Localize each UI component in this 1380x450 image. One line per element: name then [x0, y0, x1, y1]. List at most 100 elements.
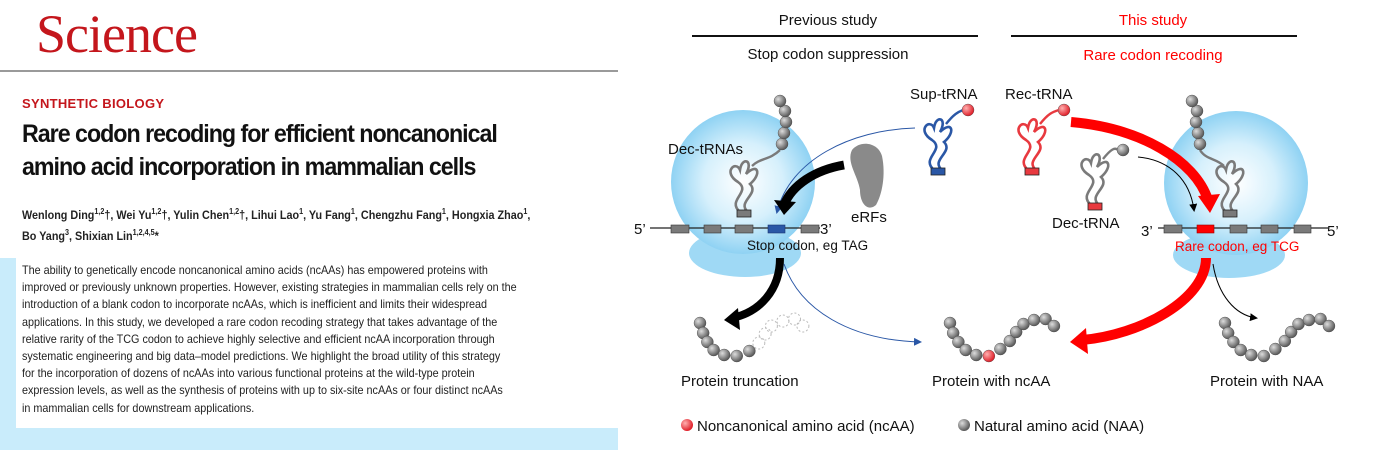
author-name: Yulin Chen — [173, 208, 230, 222]
abstract-line: in mammalian cells for downstream applic… — [22, 400, 255, 415]
ncaa-arrow-right — [1081, 257, 1211, 345]
naa-bead — [1009, 325, 1023, 339]
legend-naa-label: Natural amino acid (NAA) — [974, 418, 1144, 435]
author-mark: , — [445, 208, 452, 222]
ncaa-bead — [982, 349, 996, 363]
protein-ncaa-label: Protein with ncAA — [932, 373, 1050, 390]
trna-body — [923, 118, 953, 171]
author-affiliation: 1,2 — [94, 207, 105, 216]
naa-bead — [1278, 334, 1292, 348]
abstract: The ability to genetically encode noncan… — [22, 262, 616, 417]
naa-bead — [743, 344, 756, 358]
acceptor-stem — [1039, 108, 1060, 125]
naa-bead — [1185, 94, 1199, 108]
author-name: Chengzhu Fang — [360, 208, 442, 222]
abstract-line: relative rarity of the TCG codon to achi… — [22, 331, 495, 346]
science-logo: Science — [36, 4, 198, 64]
previous-study-subheader: Stop codon suppression — [748, 46, 909, 63]
author-affiliation: 1,2 — [151, 207, 162, 216]
naa-bead — [1017, 317, 1030, 331]
author-affiliation: 3 — [65, 228, 70, 237]
author-line: Wenlong Ding1,2†, Wei Yu1,2†, Yulin Chen… — [22, 203, 598, 224]
ncaa-bead — [961, 103, 975, 117]
naa-bead — [1003, 334, 1017, 348]
anticodon-box — [736, 209, 752, 218]
truncated-bead — [752, 336, 766, 350]
ncaa-legend-dot — [681, 419, 693, 431]
abstract-line: applications. In this study, we develope… — [22, 314, 498, 329]
article-panel: Science SYNTHETIC BIOLOGY Rare codon rec… — [0, 0, 620, 450]
sup-trna — [923, 103, 975, 176]
naa-bead — [775, 137, 789, 151]
author-mark: †, — [104, 208, 117, 222]
abstract-line: improved or previously unknown propertie… — [22, 280, 517, 295]
sup-trna-arrow — [774, 127, 916, 214]
rec-trna-label: Rec-tRNA — [1005, 86, 1073, 103]
erfs-label: eRFs — [851, 209, 887, 226]
author-mark: †, — [161, 208, 174, 222]
naa-bead — [1245, 348, 1258, 362]
protein-naa — [1218, 312, 1336, 363]
dec-trnas-label: Dec-tRNAs — [668, 141, 743, 158]
author-affiliation: 1 — [523, 207, 528, 216]
author-mark: , — [354, 208, 361, 222]
naa-bead — [1039, 312, 1052, 326]
trna-body — [1017, 118, 1047, 171]
trna-body — [1215, 160, 1245, 213]
trna-body — [1080, 153, 1110, 206]
author-affiliation: 1,2 — [229, 207, 240, 216]
author-affiliation: 1 — [299, 207, 304, 216]
author-affiliation: 1,2,4,5 — [132, 228, 155, 237]
abstract-line: The ability to genetically encode noncan… — [22, 263, 488, 277]
erf-arrow-head — [774, 200, 796, 215]
naa-bead — [730, 349, 743, 363]
author-name: Shixian Lin — [75, 229, 133, 243]
three-prime-label: 3’ — [820, 221, 832, 238]
dec-trna-right — [1185, 94, 1245, 218]
naa-legend-dot — [958, 419, 970, 431]
truncation-arrow-head — [724, 308, 740, 330]
title-line: amino acid incorporation in mammalian ce… — [22, 153, 476, 181]
author-name: Lihui Lao — [251, 208, 300, 222]
anticodon-box — [1087, 202, 1103, 211]
truncated-bead — [758, 327, 772, 341]
dec-trna-label: Dec-tRNA — [1052, 215, 1120, 232]
naa-bead — [1234, 343, 1247, 357]
acceptor-stem — [945, 108, 964, 125]
naa-bead — [994, 342, 1007, 356]
rare-codon-label: Rare codon, eg TCG — [1175, 239, 1299, 254]
naa-bead — [1193, 137, 1207, 151]
five-prime-label: 5’ — [1327, 223, 1339, 240]
naa-bead — [1227, 335, 1240, 349]
rare-codon-box — [1196, 224, 1215, 234]
author-mark: , — [303, 208, 309, 222]
naa-bead — [1269, 342, 1282, 356]
naa-bead — [1027, 313, 1041, 327]
graphical-abstract: Previous study Stop codon suppression Th… — [634, 12, 1339, 435]
naa-bead — [707, 343, 720, 357]
author-affiliation: 1 — [441, 207, 446, 216]
trna-body — [729, 160, 759, 213]
stop-codon-label: Stop codon, eg TAG — [747, 238, 868, 253]
author-line: Bo Yang3, Shixian Lin1,2,4,5* — [22, 224, 598, 245]
ncaa-arrow-left — [783, 263, 922, 346]
abstract-line: for the incorporation of dozens of ncAAs… — [22, 366, 475, 381]
mrna-right — [1158, 224, 1328, 234]
naa-bead — [1047, 319, 1061, 333]
sup-trna-label: Sup-tRNA — [910, 86, 978, 103]
abstract-line: introduction of a blank codon to incorpo… — [22, 297, 488, 312]
naa-bead — [773, 94, 787, 108]
protein-ncaa — [943, 312, 1061, 363]
protein-naa-label: Protein with NAA — [1210, 373, 1323, 390]
ncaa-arrow-right-head — [1070, 328, 1088, 354]
erfs-shape — [850, 143, 884, 208]
three-prime-label: 3’ — [1141, 223, 1153, 240]
legend-ncaa-label: Noncanonical amino acid (ncAA) — [697, 418, 915, 435]
author-mark: * — [154, 229, 159, 243]
stop-codon-box — [767, 224, 786, 234]
this-study-header: This study — [1119, 12, 1188, 29]
truncation-arrow — [731, 257, 784, 322]
protein-truncation — [693, 312, 810, 363]
naa-bead — [777, 126, 791, 140]
article-title: Rare codon recoding for efficient noncan… — [22, 118, 580, 184]
